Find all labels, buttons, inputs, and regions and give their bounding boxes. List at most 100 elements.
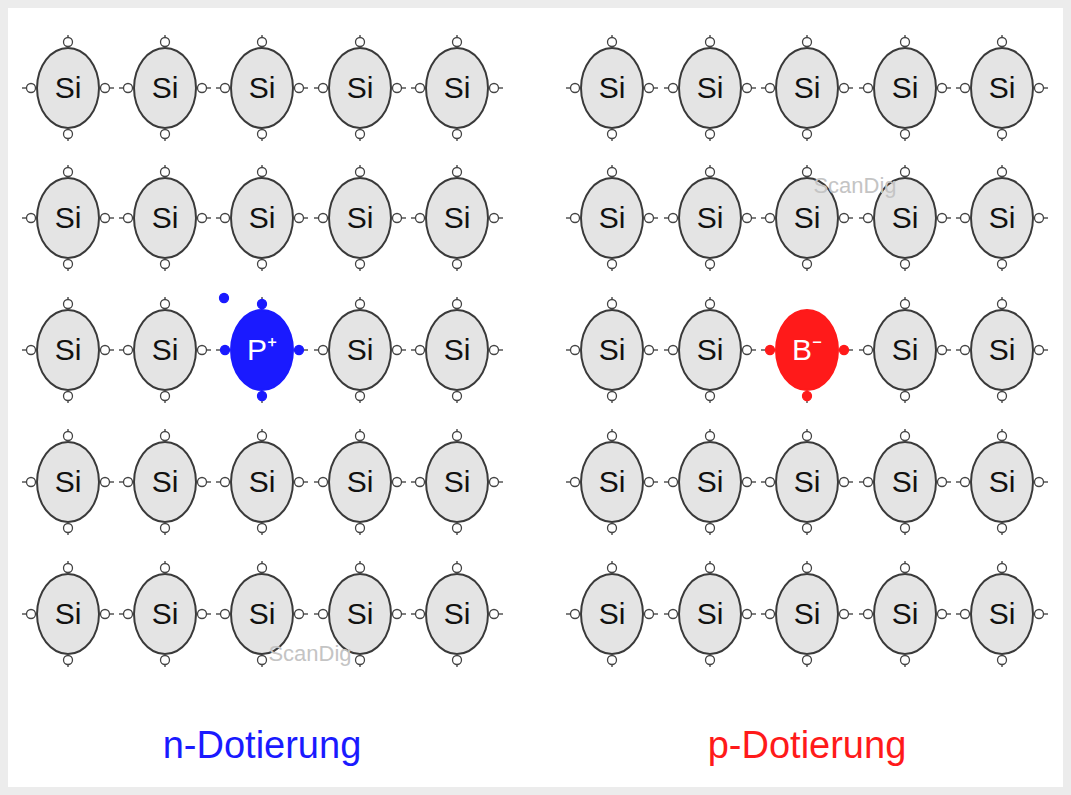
electron-dot	[64, 260, 73, 269]
electron-dot	[706, 260, 715, 269]
electron-dot	[64, 432, 73, 441]
electron-dot	[803, 564, 812, 573]
silicon-atom: Si	[873, 441, 937, 523]
electron-dot	[901, 130, 910, 139]
electron-dot	[416, 478, 425, 487]
electron-dot	[124, 214, 133, 223]
electron-dot	[1035, 84, 1044, 93]
electron-dot	[295, 84, 304, 93]
electron-dot	[453, 656, 462, 665]
electron-dot	[840, 478, 849, 487]
electron-dot	[258, 524, 267, 533]
atom-symbol: Si	[347, 467, 374, 497]
atom-symbol: Si	[989, 203, 1016, 233]
electron-dot	[393, 346, 402, 355]
electron-dot	[608, 300, 617, 309]
electron-dot	[901, 300, 910, 309]
electron-dot	[901, 392, 910, 401]
electron-dot	[706, 432, 715, 441]
silicon-atom: Si	[328, 441, 392, 523]
electron-dot	[961, 84, 970, 93]
electron-dot	[490, 478, 499, 487]
electron-dot	[608, 656, 617, 665]
electron-dot	[669, 214, 678, 223]
electron-dot	[416, 214, 425, 223]
caption-p: p-Dotierung	[708, 724, 907, 767]
electron-dot	[198, 610, 207, 619]
silicon-atom: Si	[678, 573, 742, 655]
electron-dot	[706, 168, 715, 177]
electron-dot	[319, 346, 328, 355]
watermark: ScanDig	[268, 641, 351, 667]
electron-dot	[490, 610, 499, 619]
atom-symbol: Si	[599, 335, 626, 365]
electron-dot	[901, 168, 910, 177]
electron-dot	[864, 610, 873, 619]
electron-dot	[998, 392, 1007, 401]
electron-dot	[998, 564, 1007, 573]
silicon-atom: Si	[873, 309, 937, 391]
electron-dot	[356, 260, 365, 269]
silicon-atom: Si	[230, 441, 294, 523]
atom-symbol: Si	[444, 203, 471, 233]
electron-dot	[864, 346, 873, 355]
atom-symbol: Si	[152, 335, 179, 365]
electron-dot	[295, 610, 304, 619]
electron-dot	[669, 346, 678, 355]
electron-dot	[356, 656, 365, 665]
silicon-atom: Si	[133, 177, 197, 259]
dopant-atom: P⁺	[230, 309, 294, 391]
electron-dot	[356, 432, 365, 441]
electron-dot	[453, 300, 462, 309]
silicon-atom: Si	[328, 177, 392, 259]
electron-dot	[64, 130, 73, 139]
electron-dot	[356, 300, 365, 309]
silicon-atom: Si	[678, 47, 742, 129]
electron-dot	[840, 214, 849, 223]
electron-dot	[356, 130, 365, 139]
atom-symbol: Si	[347, 335, 374, 365]
silicon-atom: Si	[775, 573, 839, 655]
electron-dot	[840, 610, 849, 619]
electron-dot	[416, 610, 425, 619]
electron-dot	[669, 84, 678, 93]
atom-symbol: B⁻	[792, 335, 822, 365]
atom-symbol: P⁺	[247, 335, 277, 365]
atom-symbol: Si	[794, 467, 821, 497]
electron-dot	[803, 656, 812, 665]
electron-dot	[490, 346, 499, 355]
atom-symbol: Si	[444, 467, 471, 497]
electron-dot	[453, 130, 462, 139]
electron-dot	[669, 478, 678, 487]
electron-dot	[27, 214, 36, 223]
electron-dot	[803, 38, 812, 47]
electron-dot	[608, 38, 617, 47]
electron-dot	[101, 346, 110, 355]
electron-dot	[998, 432, 1007, 441]
electron-dot	[803, 168, 812, 177]
atom-symbol: Si	[599, 73, 626, 103]
electron-dot	[706, 130, 715, 139]
electron-dot	[571, 214, 580, 223]
atom-symbol: Si	[152, 467, 179, 497]
electron-dot	[258, 432, 267, 441]
electron-dot	[161, 38, 170, 47]
electron-dot	[295, 346, 304, 355]
electron-dot	[221, 214, 230, 223]
atom-symbol: Si	[249, 467, 276, 497]
electron-dot	[645, 84, 654, 93]
electron-dot	[124, 346, 133, 355]
electron-dot	[258, 564, 267, 573]
electron-dot	[803, 130, 812, 139]
electron-dot	[221, 610, 230, 619]
silicon-atom: Si	[425, 177, 489, 259]
electron-dot	[608, 168, 617, 177]
electron-dot	[766, 478, 775, 487]
silicon-atom: Si	[36, 441, 100, 523]
atom-symbol: Si	[152, 203, 179, 233]
silicon-atom: Si	[775, 441, 839, 523]
electron-dot	[864, 214, 873, 223]
electron-dot	[295, 214, 304, 223]
electron-dot	[938, 214, 947, 223]
electron-dot	[393, 214, 402, 223]
